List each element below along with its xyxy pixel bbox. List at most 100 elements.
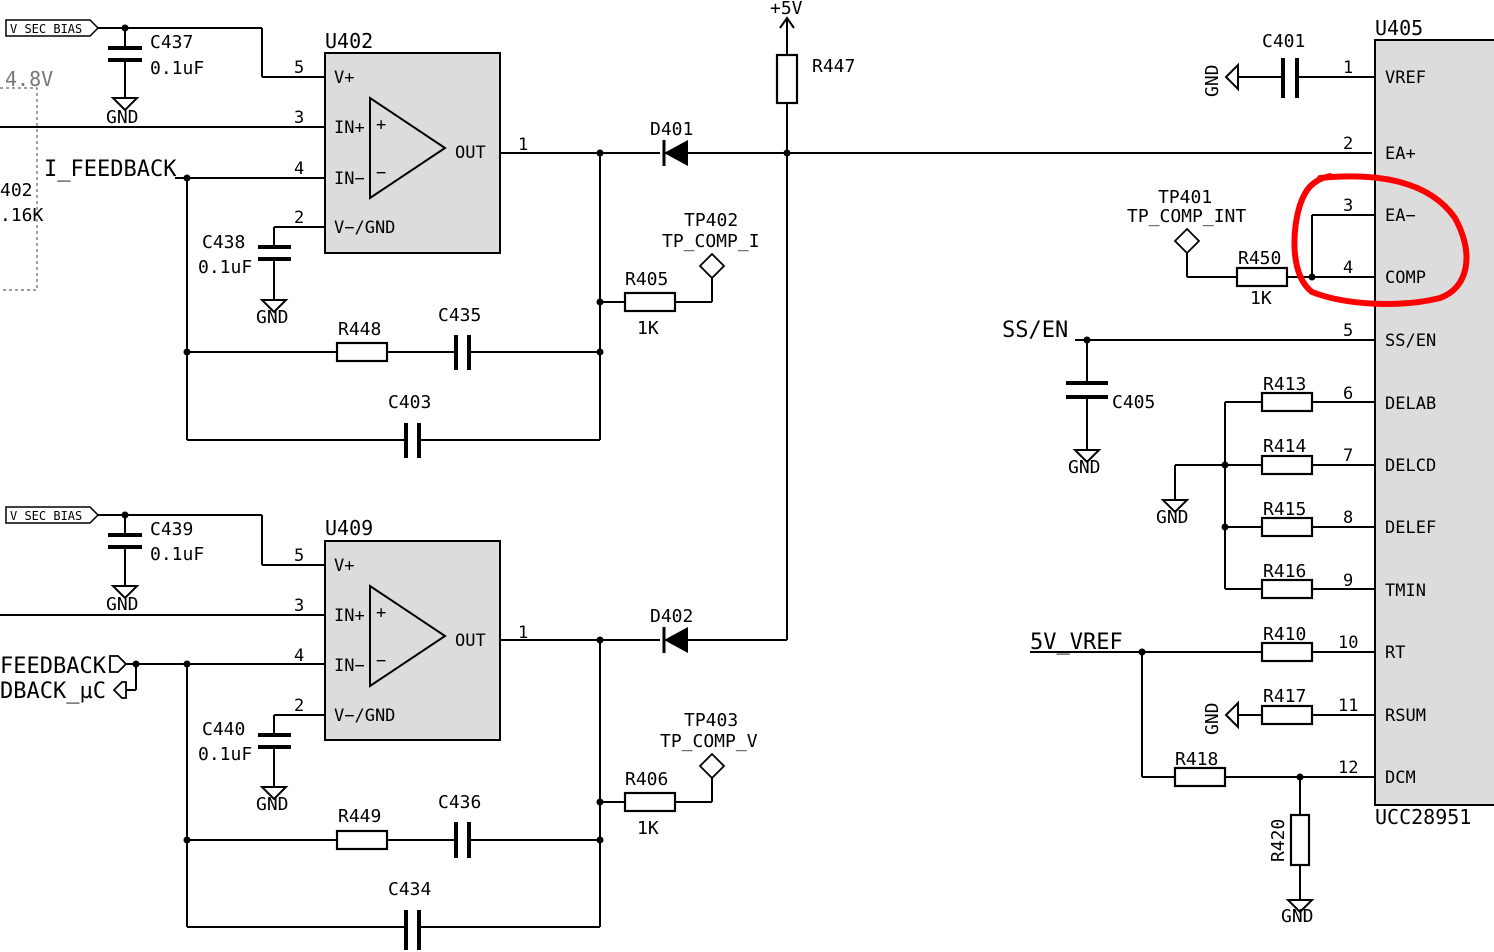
svg-text:C436: C436 xyxy=(438,792,481,813)
svg-text:7: 7 xyxy=(1343,446,1353,466)
svg-text:IN−: IN− xyxy=(334,656,365,676)
svg-text:6: 6 xyxy=(1343,384,1353,404)
capacitor-c405: C405 GND xyxy=(1066,340,1155,478)
svg-text:COMP: COMP xyxy=(1385,268,1426,288)
svg-text:TP403: TP403 xyxy=(684,710,738,731)
capacitor-c401: C401 xyxy=(1262,31,1305,98)
svg-text:GND: GND xyxy=(106,107,139,128)
capacitor-c436: C436 xyxy=(438,792,481,858)
svg-text:0.1uF: 0.1uF xyxy=(198,744,252,765)
svg-text:−: − xyxy=(376,651,386,671)
svg-text:4: 4 xyxy=(294,159,304,179)
svg-text:R449: R449 xyxy=(338,806,381,827)
svg-text:C439: C439 xyxy=(150,519,193,540)
svg-text:RT: RT xyxy=(1385,643,1405,663)
svg-text:0.1uF: 0.1uF xyxy=(198,257,252,278)
resistor-r413: R413 xyxy=(1260,374,1314,413)
net-label-ss-en: SS/EN xyxy=(1002,318,1068,343)
svg-text:5: 5 xyxy=(1343,321,1353,341)
resistor-r405: R405 1K xyxy=(623,269,677,339)
svg-text:C403: C403 xyxy=(388,392,431,413)
svg-text:TMIN: TMIN xyxy=(1385,581,1426,601)
opamp-u409: + − U409 V+ IN+ IN− V−/GND OUT 5 3 4 2 1 xyxy=(294,516,528,741)
svg-text:IN+: IN+ xyxy=(334,606,365,626)
svg-text:C435: C435 xyxy=(438,305,481,326)
svg-text:TP_COMP_V: TP_COMP_V xyxy=(660,731,758,752)
svg-text:OUT: OUT xyxy=(455,631,486,651)
svg-text:R414: R414 xyxy=(1263,436,1306,457)
svg-text:DELEF: DELEF xyxy=(1385,518,1436,538)
svg-text:1: 1 xyxy=(518,623,528,643)
net-label-v-feedback: FEEDBACK xyxy=(0,654,128,679)
svg-text:10: 10 xyxy=(1338,633,1358,653)
svg-text:1K: 1K xyxy=(637,818,659,839)
net-label-5v-vref: 5V_VREF xyxy=(1030,630,1123,655)
svg-text:V−/GND: V−/GND xyxy=(334,218,395,238)
svg-text:2: 2 xyxy=(1343,134,1353,154)
svg-text:1K: 1K xyxy=(637,318,659,339)
resistor-r410: R410 xyxy=(1260,624,1314,663)
capacitor-c434: C434 xyxy=(388,879,431,950)
svg-text:4.8V: 4.8V xyxy=(5,67,53,91)
svg-text:0.1uF: 0.1uF xyxy=(150,544,204,565)
net-label-i-feedback: I_FEEDBACK xyxy=(44,157,177,182)
testpoint-tp403: TP403 TP_COMP_V xyxy=(660,710,758,780)
capacitor-c440: C440 0.1uF GND xyxy=(198,715,291,815)
gnd-label-delay: GND xyxy=(1156,507,1189,528)
svg-text:DELCD: DELCD xyxy=(1385,456,1436,476)
svg-text:R448: R448 xyxy=(338,319,381,340)
net-label-v-sec-bias-top: V_SEC_BIAS xyxy=(5,19,100,37)
svg-text:8: 8 xyxy=(1343,508,1353,528)
net-label-v-sec-bias-bottom: V_SEC_BIAS xyxy=(5,506,100,524)
capacitor-c403: C403 xyxy=(388,392,431,458)
svg-text:3: 3 xyxy=(1343,196,1353,216)
svg-text:R418: R418 xyxy=(1175,749,1218,770)
svg-text:D402: D402 xyxy=(650,606,693,627)
svg-text:R447: R447 xyxy=(812,56,855,77)
svg-text:R420: R420 xyxy=(1268,819,1289,862)
diode-d401: D401 xyxy=(650,119,693,166)
capacitor-c438: C438 0.1uF GND xyxy=(198,227,291,328)
partial-component-left: 4.8V 402 .16K xyxy=(0,67,53,291)
svg-text:V+: V+ xyxy=(334,556,354,576)
svg-text:UCC28951: UCC28951 xyxy=(1375,805,1471,829)
opamp-u402: + − U402 V+ IN+ IN− V−/GND OUT 5 3 4 2 1 xyxy=(294,29,528,254)
svg-text:GND: GND xyxy=(1068,457,1101,478)
resistor-r448: R448 xyxy=(335,319,389,363)
resistor-r415: R415 xyxy=(1260,499,1314,538)
svg-text:0.1uF: 0.1uF xyxy=(150,58,204,79)
capacitor-c435: C435 xyxy=(438,305,481,370)
svg-text:DCM: DCM xyxy=(1385,768,1416,788)
svg-text:C401: C401 xyxy=(1262,31,1305,52)
svg-text:1: 1 xyxy=(1343,58,1353,78)
svg-text:DELAB: DELAB xyxy=(1385,394,1436,414)
svg-text:11: 11 xyxy=(1338,696,1358,716)
svg-text:4: 4 xyxy=(294,646,304,666)
svg-text:EA+: EA+ xyxy=(1385,144,1416,164)
svg-text:TP_COMP_I: TP_COMP_I xyxy=(662,231,760,252)
svg-text:R415: R415 xyxy=(1263,499,1306,520)
svg-text:GND: GND xyxy=(256,794,289,815)
svg-text:2: 2 xyxy=(294,208,304,228)
svg-text:3: 3 xyxy=(294,596,304,616)
svg-text:12: 12 xyxy=(1338,758,1358,778)
svg-text:V_SEC_BIAS: V_SEC_BIAS xyxy=(10,509,82,523)
svg-text:9: 9 xyxy=(1343,571,1353,591)
svg-text:+5V: +5V xyxy=(770,0,803,19)
svg-text:R416: R416 xyxy=(1263,561,1306,582)
svg-text:IN+: IN+ xyxy=(334,118,365,138)
highlight-annotation xyxy=(1291,173,1470,307)
svg-text:C434: C434 xyxy=(388,879,431,900)
svg-text:R417: R417 xyxy=(1263,686,1306,707)
resistor-r416: R416 xyxy=(1260,561,1314,600)
svg-text:5: 5 xyxy=(294,546,304,566)
svg-text:R405: R405 xyxy=(625,269,668,290)
svg-text:D401: D401 xyxy=(650,119,693,140)
svg-text:FEEDBACK: FEEDBACK xyxy=(0,654,107,679)
svg-text:DBACK_µC: DBACK_µC xyxy=(0,679,106,704)
resistor-r418: R418 xyxy=(1173,749,1227,788)
gnd-label-r420: GND xyxy=(1281,906,1314,927)
power-plus5v: +5V xyxy=(770,0,803,55)
svg-text:V_SEC_BIAS: V_SEC_BIAS xyxy=(10,22,82,36)
svg-text:+: + xyxy=(376,115,386,135)
